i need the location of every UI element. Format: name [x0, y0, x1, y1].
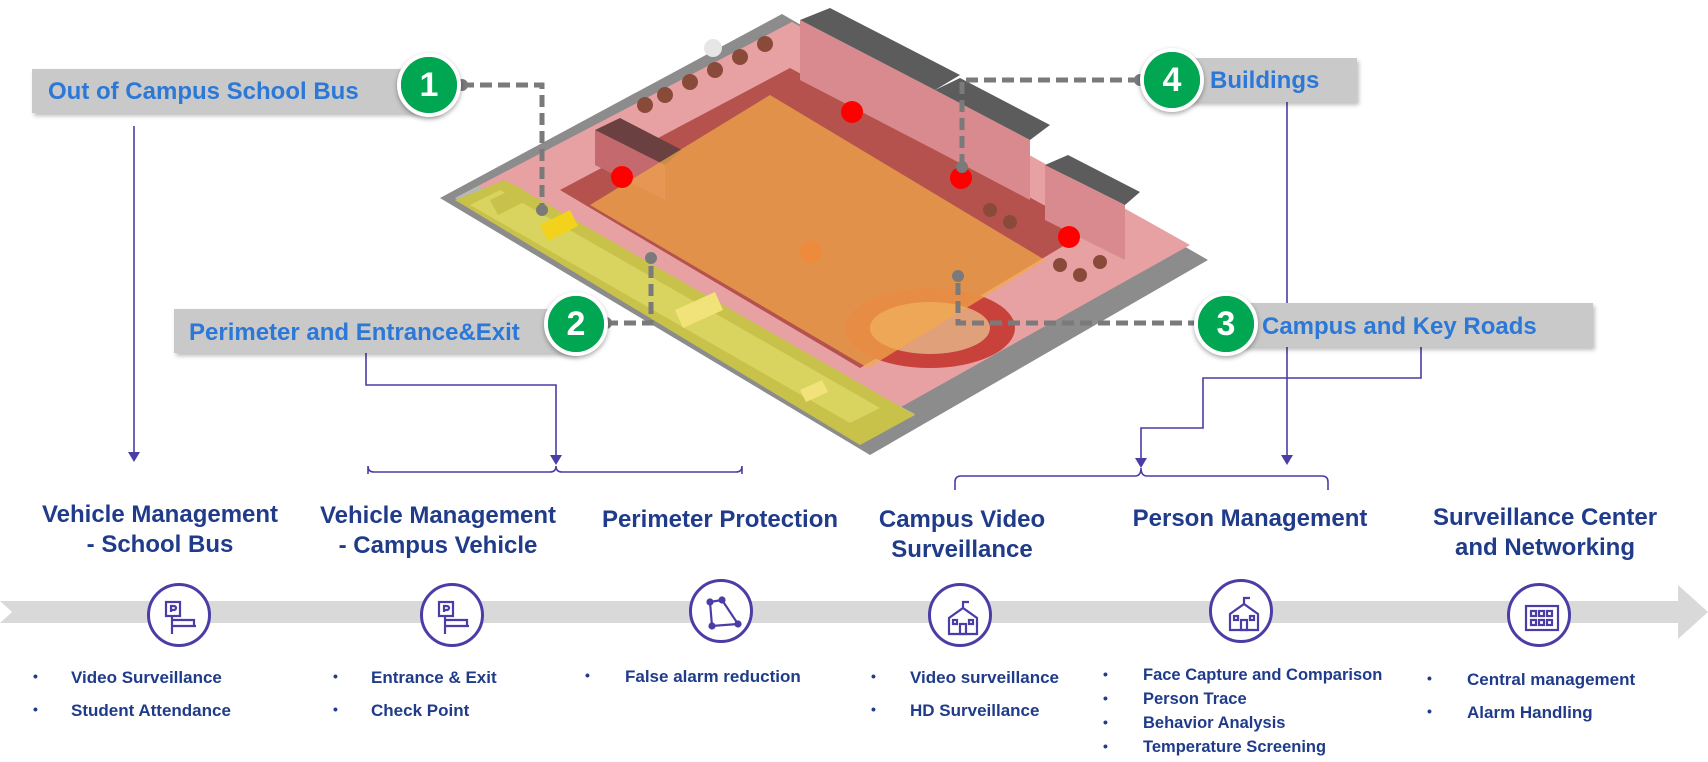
parking-icon — [147, 583, 211, 647]
badge-3: 3 — [1194, 292, 1258, 356]
campus-illustration — [440, 8, 1208, 455]
badge-1: 1 — [397, 53, 461, 117]
monitor-grid-icon — [1507, 583, 1571, 647]
callout-text-perimeter: Perimeter and Entrance&Exit — [189, 319, 520, 346]
category-list-person-management: •Face Capture and Comparison •Person Tra… — [1103, 666, 1382, 762]
category-list-perimeter: •False alarm reduction — [585, 667, 801, 700]
badge-4: 4 — [1140, 48, 1204, 112]
callout-text-buildings: Buildings — [1210, 67, 1320, 94]
list-item: •HD Surveillance — [871, 701, 1040, 720]
parking-icon — [420, 583, 484, 647]
category-title-school-bus: Vehicle Management- School Bus — [41, 501, 279, 558]
callout-leaders — [462, 77, 1200, 326]
list-item: •Video Surveillance — [33, 668, 222, 687]
alarm-points — [611, 101, 1080, 248]
category-title-campus-vehicle: Vehicle Management- Campus Vehicle — [319, 502, 557, 559]
callout-label-buildings — [1180, 58, 1357, 102]
list-item: •Face Capture and Comparison — [1103, 666, 1383, 684]
school-building-icon — [928, 583, 992, 647]
list-item: •Central management — [1427, 670, 1636, 689]
perimeter-icon — [689, 579, 753, 643]
category-title-perimeter: Perimeter Protection — [601, 506, 839, 533]
timeline-arrow — [0, 585, 1708, 639]
list-item: •Student Attendance — [33, 701, 231, 720]
category-list-campus-vehicle: •Entrance & Exit •Check Point — [333, 668, 497, 734]
list-item: •Alarm Handling — [1427, 703, 1593, 722]
category-list-video-surveillance: •Video surveillance •HD Surveillance — [871, 668, 1059, 734]
callout-label-campus-roads — [1240, 303, 1593, 347]
callout-text-campus-roads: Campus and Key Roads — [1262, 313, 1537, 340]
school-building-icon — [1209, 579, 1273, 643]
list-item: •False alarm reduction — [585, 667, 801, 686]
list-item: •Check Point — [333, 701, 470, 720]
category-list-school-bus: •Video Surveillance •Student Attendance — [33, 668, 231, 734]
category-title-person-management: Person Management — [1132, 505, 1368, 532]
list-item: •Person Trace — [1103, 690, 1247, 708]
list-item: •Temperature Screening — [1103, 738, 1327, 756]
callout-label-school-bus — [32, 69, 437, 113]
list-item: •Video surveillance — [871, 668, 1059, 687]
category-list-surveillance-center: •Central management •Alarm Handling — [1427, 670, 1635, 736]
list-item: •Entrance & Exit — [333, 668, 497, 687]
list-item: •Behavior Analysis — [1103, 714, 1286, 732]
school-bus — [490, 186, 828, 402]
callout-label-perimeter — [174, 309, 576, 353]
badge-2: 2 — [544, 292, 608, 356]
callout-text-school-bus: Out of Campus School Bus — [48, 78, 359, 105]
